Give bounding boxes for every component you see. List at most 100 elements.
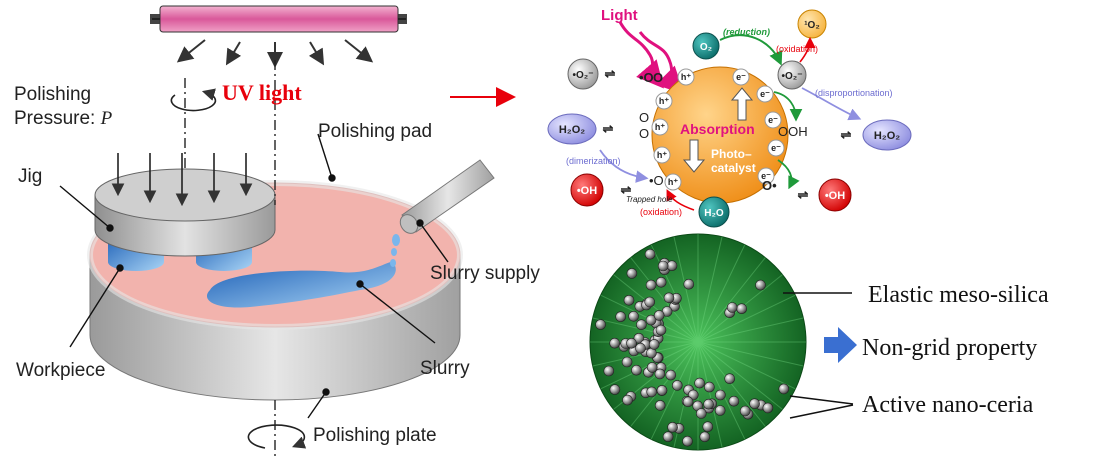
ceria-particle [714, 405, 726, 416]
ceria-particle [609, 384, 621, 395]
electron-label: e⁻ [761, 171, 771, 181]
superoxide-left: •O₂⁻ [572, 70, 593, 81]
photocatalysis-mechanism: Light Absorption Photo– catalyst h⁺ h⁺ h… [547, 7, 912, 228]
nano-ceria-particles [595, 248, 790, 447]
electron-label: e⁻ [760, 89, 770, 99]
silica-ray [697, 257, 766, 343]
label-polishing-plate: Polishing plate [313, 425, 437, 446]
silica-ray [697, 341, 804, 367]
ceria-particle [682, 435, 693, 447]
jig [94, 168, 276, 257]
ceria-particle [704, 381, 715, 393]
pressure-arrows [111, 153, 253, 207]
oh-right: •OH [825, 190, 845, 202]
species-bubbles: •O₂⁻ ⇌ O₂ ¹O₂ •O₂⁻ H₂O₂ ⇌ H₂O₂ ⇌ •OH ⇌ •… [547, 9, 912, 228]
hole-label: h⁺ [657, 150, 667, 160]
svg-text:⇌: ⇌ [841, 127, 852, 142]
ceria-particle [682, 396, 694, 408]
silica-ray [592, 317, 699, 343]
ceria-particle [645, 314, 657, 326]
svg-text:⇌: ⇌ [603, 121, 614, 136]
svg-text:O: O [653, 70, 663, 85]
ceria-particle [755, 279, 766, 291]
label-workpiece: Workpiece [16, 360, 105, 381]
leader-lines [59, 133, 449, 419]
hole-label: h⁺ [655, 122, 665, 132]
silica-ray [697, 236, 723, 343]
ceria-particle [621, 356, 633, 368]
ceria-particle [628, 310, 639, 322]
h2o-bubble: H₂O [704, 208, 724, 219]
electron-label: e⁻ [768, 115, 778, 125]
label-polishing-pressure-2: Pressure: P [14, 108, 113, 129]
ceria-particle [623, 294, 635, 306]
surface-groups: •O O O O •O OOH O• [639, 70, 808, 193]
hole-label: h⁺ [681, 72, 691, 82]
label-active-nano-ceria: Active nano-ceria [862, 392, 1034, 418]
svg-text:⇌: ⇌ [605, 66, 616, 81]
ceria-particle [626, 268, 638, 279]
silica-ray [697, 341, 783, 410]
ceria-particle [671, 380, 683, 391]
svg-text:⇌: ⇌ [798, 187, 809, 202]
superoxide-right: •O₂⁻ [781, 71, 802, 82]
ceria-particle [655, 276, 667, 288]
ceria-particle [635, 342, 646, 354]
label-jig: Jig [18, 166, 42, 187]
label-uv-light: UV light [222, 80, 302, 105]
ceria-particle [736, 303, 748, 315]
singlet-o2-bubble: ¹O₂ [804, 20, 820, 31]
svg-text:O: O [639, 110, 649, 125]
electrons: e⁻ e⁻ e⁻ e⁻ e⁻ [732, 68, 785, 185]
svg-text:•O: •O [649, 173, 664, 188]
ceria-particle [603, 365, 615, 377]
label-slurry: Slurry [420, 358, 470, 379]
hole-label: h⁺ [659, 96, 669, 106]
label-photocatalyst-2: catalyst [711, 161, 756, 175]
ceria-particle [762, 402, 774, 414]
ceria-particle [695, 408, 707, 419]
ceria-particle [662, 431, 674, 443]
ceria-particle [657, 260, 669, 272]
ceria-particle [636, 319, 647, 331]
ceria-particle [644, 248, 656, 260]
oh-left: •OH [577, 185, 597, 197]
polishing-machine-illustration: Polishing Pressure: P UV light Polishing… [14, 5, 540, 460]
holes: h⁺ h⁺ h⁺ h⁺ h⁺ [651, 68, 695, 191]
ceria-particle [749, 398, 760, 410]
label-absorption: Absorption [680, 121, 755, 137]
slurry-puddle [206, 262, 396, 308]
ceria-particle [724, 373, 736, 385]
silica-ray [697, 341, 723, 448]
label-pressure-symbol: P [100, 108, 113, 129]
ceria-particle [631, 364, 642, 376]
ceria-particle [648, 339, 660, 350]
ceria-particle [615, 311, 627, 323]
ceria-particle [702, 421, 714, 433]
ceria-particle [644, 296, 656, 308]
ceria-particle [699, 431, 711, 443]
silica-ray [613, 274, 699, 343]
slurry-supply-nozzle [390, 159, 495, 267]
ceria-particle [646, 386, 658, 398]
electron-label: e⁻ [736, 72, 746, 82]
silica-ray [673, 236, 699, 343]
ceria-particle [728, 395, 740, 407]
composite-particle: Elastic meso-silica Non-grid property Ac… [589, 233, 1049, 451]
ceria-particle [654, 400, 666, 411]
silica-ray [697, 294, 796, 343]
ceria-particle [703, 398, 714, 410]
svg-text:•O: •O [639, 70, 654, 85]
silica-ray [697, 341, 796, 390]
label-light: Light [601, 7, 638, 24]
ceria-particle [653, 310, 665, 321]
h2o2-right: H₂O₂ [874, 130, 900, 142]
rotation-arrow-bottom [247, 424, 307, 449]
ceria-particle [656, 385, 668, 396]
ceria-particle [665, 369, 677, 381]
label-photocatalyst-1: Photo– [711, 147, 752, 161]
blue-arrow-icon [824, 327, 857, 363]
label-elastic-meso-silica: Elastic meso-silica [868, 282, 1049, 308]
svg-text:⇌: ⇌ [621, 182, 632, 197]
